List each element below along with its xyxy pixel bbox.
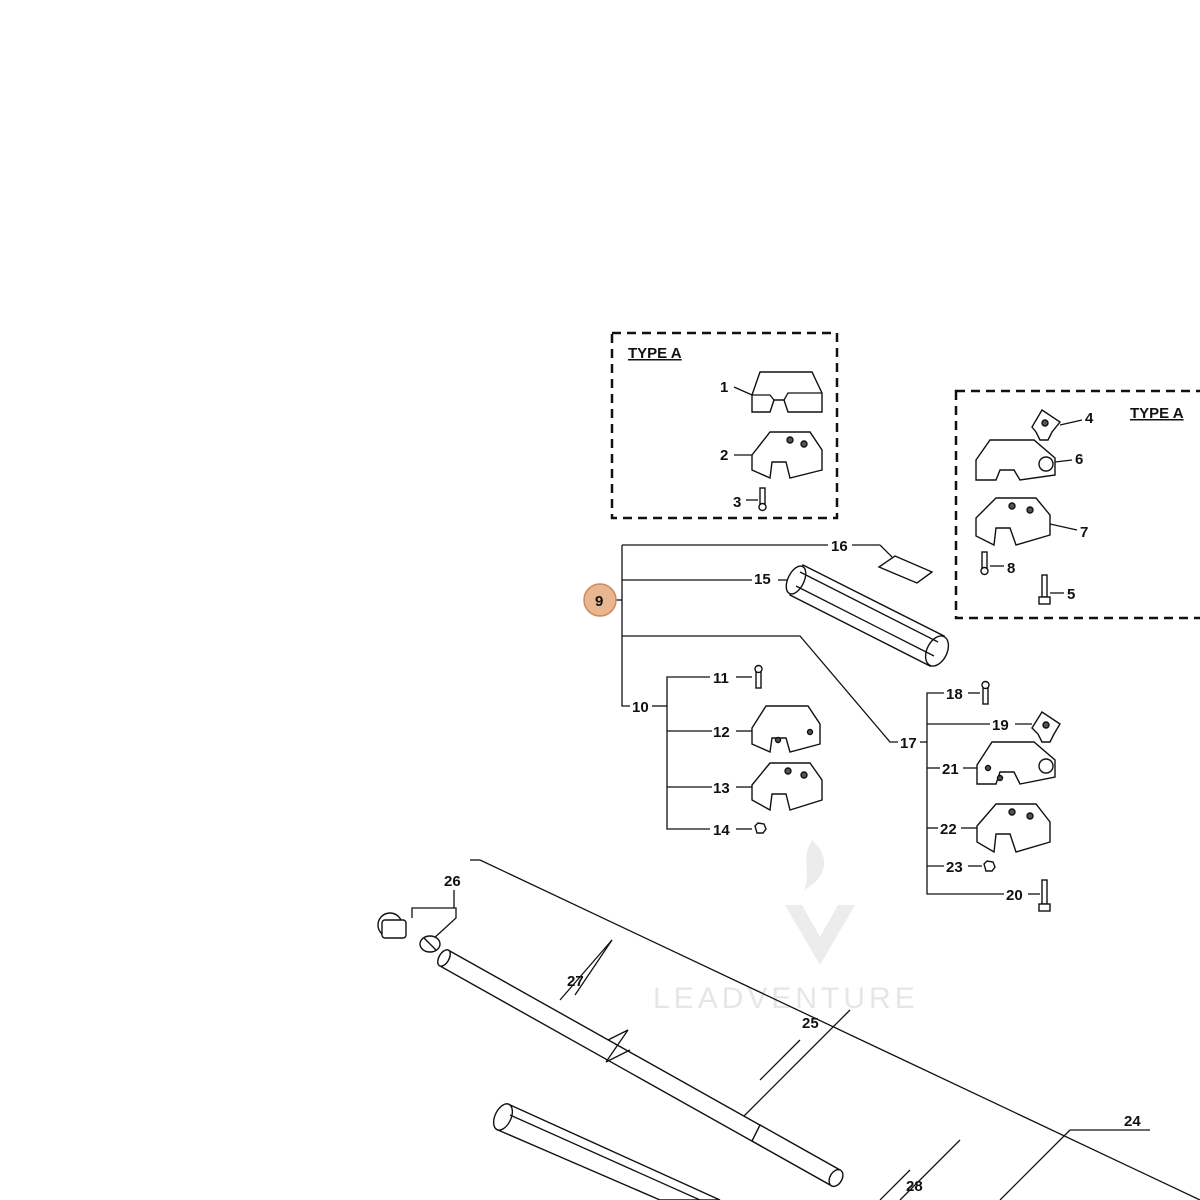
label-19[interactable]: 19 [992, 717, 1009, 734]
type-a-title-upper: TYPE A [628, 345, 682, 362]
label-17[interactable]: 17 [900, 735, 917, 752]
part-12-clamp-cap[interactable] [751, 705, 821, 754]
part-2-clamp-base[interactable] [751, 431, 823, 480]
label-21[interactable]: 21 [942, 761, 959, 778]
label-20[interactable]: 20 [1006, 887, 1023, 904]
part-28-tube[interactable] [490, 1101, 721, 1200]
highlight-marker-9[interactable]: 9 [583, 583, 617, 617]
label-15[interactable]: 15 [754, 571, 771, 588]
part-5-bolt[interactable] [1038, 574, 1051, 605]
label-11[interactable]: 11 [713, 670, 729, 687]
part-22-clamp-base[interactable] [976, 803, 1051, 854]
part-19-clamp-nut[interactable] [1031, 711, 1061, 743]
type-a-box-right: TYPE A 4 6 7 8 [954, 389, 1200, 620]
part-14-nut[interactable] [754, 822, 767, 834]
label-7[interactable]: 7 [1080, 524, 1088, 541]
part-27-drive-shaft[interactable] [435, 948, 846, 1189]
label-1[interactable]: 1 [720, 379, 728, 396]
label-18[interactable]: 18 [946, 686, 963, 703]
part-4-clamp-nut[interactable] [1031, 409, 1062, 441]
label-2[interactable]: 2 [720, 447, 728, 464]
label-14[interactable]: 14 [713, 822, 730, 839]
label-24[interactable]: 24 [1124, 1113, 1141, 1130]
label-28[interactable]: 28 [906, 1178, 923, 1195]
part-1-clamp-cap[interactable] [751, 371, 823, 413]
label-26[interactable]: 26 [444, 873, 461, 890]
label-12[interactable]: 12 [713, 724, 730, 741]
part-11-screw[interactable] [754, 664, 763, 689]
type-a-title-right: TYPE A [1130, 405, 1184, 422]
label-13[interactable]: 13 [713, 780, 730, 797]
part-23-nut[interactable] [983, 860, 996, 872]
part-16-decal[interactable] [877, 555, 934, 584]
part-3-screw[interactable] [758, 487, 767, 512]
label-10[interactable]: 10 [632, 699, 649, 716]
label-25[interactable]: 25 [802, 1015, 819, 1032]
leadventure-watermark: LEADVENTURE [653, 840, 919, 1015]
label-6[interactable]: 6 [1075, 451, 1083, 468]
part-26-bushing[interactable] [377, 912, 441, 953]
part-8-screw[interactable] [980, 551, 989, 576]
label-22[interactable]: 22 [940, 821, 957, 838]
part-6-clamp-cap[interactable] [975, 439, 1056, 481]
assembly-10-tree [652, 676, 712, 830]
watermark-text: LEADVENTURE [653, 982, 919, 1015]
part-21-clamp-cap[interactable] [976, 741, 1056, 785]
label-4[interactable]: 4 [1085, 410, 1094, 427]
part-18-screw[interactable] [981, 680, 990, 705]
label-16[interactable]: 16 [831, 538, 848, 555]
part-20-bolt[interactable] [1038, 879, 1051, 912]
label-8[interactable]: 8 [1007, 560, 1015, 577]
label-27[interactable]: 27 [567, 973, 584, 990]
part-13-clamp-base[interactable] [751, 762, 823, 812]
part-15-tube[interactable] [782, 563, 953, 670]
drive-shaft-assembly [411, 859, 1200, 1200]
assembly-17-tree [920, 692, 1004, 895]
part-7-clamp-base[interactable] [975, 497, 1051, 547]
label-5[interactable]: 5 [1067, 586, 1075, 603]
label-23[interactable]: 23 [946, 859, 963, 876]
type-a-box-upper: TYPE A 1 2 3 [610, 331, 839, 520]
label-3[interactable]: 3 [733, 494, 741, 511]
label-9[interactable]: 9 [595, 593, 603, 610]
